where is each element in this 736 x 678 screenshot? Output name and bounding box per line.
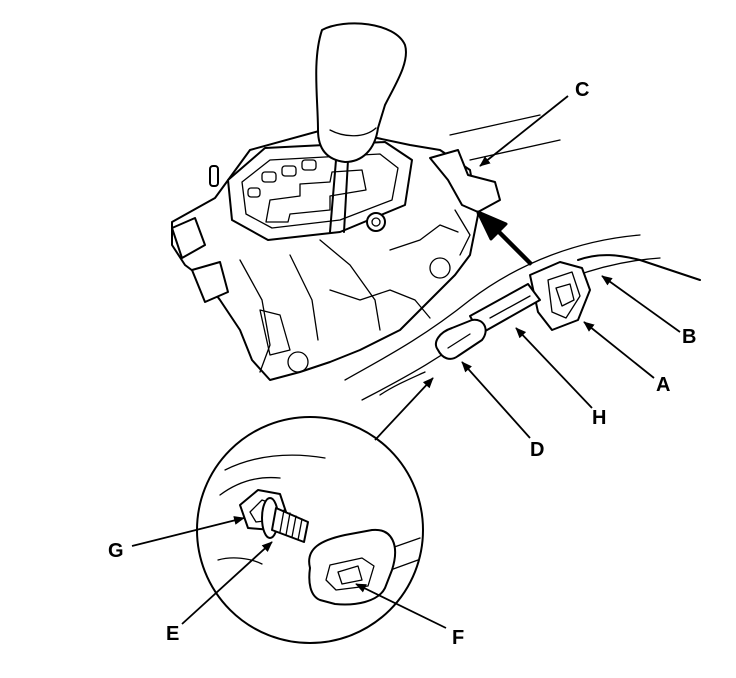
leader-a xyxy=(583,321,655,379)
label-g: G xyxy=(108,540,124,562)
label-b: B xyxy=(682,326,696,348)
label-h: H xyxy=(592,407,606,429)
label-f: F xyxy=(452,627,464,649)
leader-d xyxy=(461,361,531,439)
callout-labels: C B A H D G E F xyxy=(108,79,696,649)
shift-lever-assembly xyxy=(171,22,661,401)
label-e: E xyxy=(166,623,179,645)
leader-lines xyxy=(131,95,681,629)
leader-c xyxy=(479,95,569,167)
leader-e xyxy=(181,541,273,625)
detail-connector xyxy=(374,377,434,441)
leader-h xyxy=(515,327,593,409)
label-a: A xyxy=(656,374,670,396)
label-d: D xyxy=(530,439,544,461)
leader-f xyxy=(355,583,447,629)
shift-cable xyxy=(434,254,701,360)
leader-b xyxy=(601,275,681,333)
leader-g xyxy=(131,516,245,547)
label-c: C xyxy=(575,79,589,101)
install-direction-arrow xyxy=(476,210,533,266)
detail-circle xyxy=(196,416,424,644)
detail-view xyxy=(196,416,424,644)
